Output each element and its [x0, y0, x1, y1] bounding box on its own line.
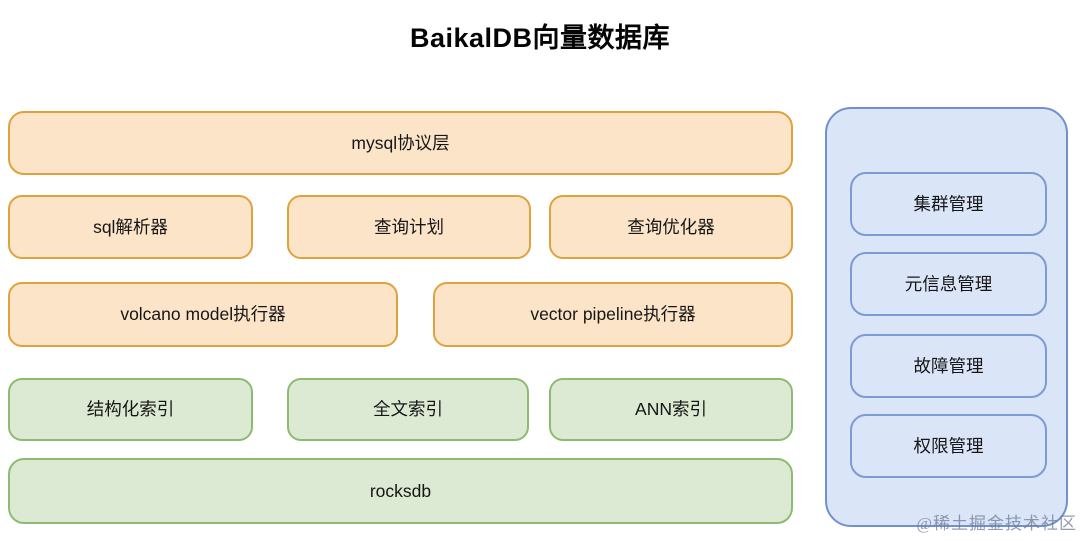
management-panel: 集群管理 元信息管理 故障管理 权限管理 — [825, 107, 1068, 527]
node-mysql-protocol-layer: mysql协议层 — [8, 111, 793, 175]
node-query-optimizer: 查询优化器 — [549, 195, 793, 259]
site-watermark: @稀土掘金技术社区 — [916, 514, 1077, 533]
node-structured-index: 结构化索引 — [8, 378, 253, 441]
node-sql-parser: sql解析器 — [8, 195, 253, 259]
diagram-title: BaikalDB向量数据库 — [409, 23, 671, 53]
node-fault-management: 故障管理 — [850, 334, 1047, 398]
node-ann-index: ANN索引 — [549, 378, 793, 441]
node-cluster-management: 集群管理 — [850, 172, 1047, 236]
node-vector-pipeline-executor: vector pipeline执行器 — [433, 282, 793, 347]
node-query-plan: 查询计划 — [287, 195, 531, 259]
node-permission-management: 权限管理 — [850, 414, 1047, 478]
node-metadata-management: 元信息管理 — [850, 252, 1047, 316]
node-volcano-model-executor: volcano model执行器 — [8, 282, 398, 347]
node-fulltext-index: 全文索引 — [287, 378, 529, 441]
node-rocksdb-storage: rocksdb — [8, 458, 793, 524]
